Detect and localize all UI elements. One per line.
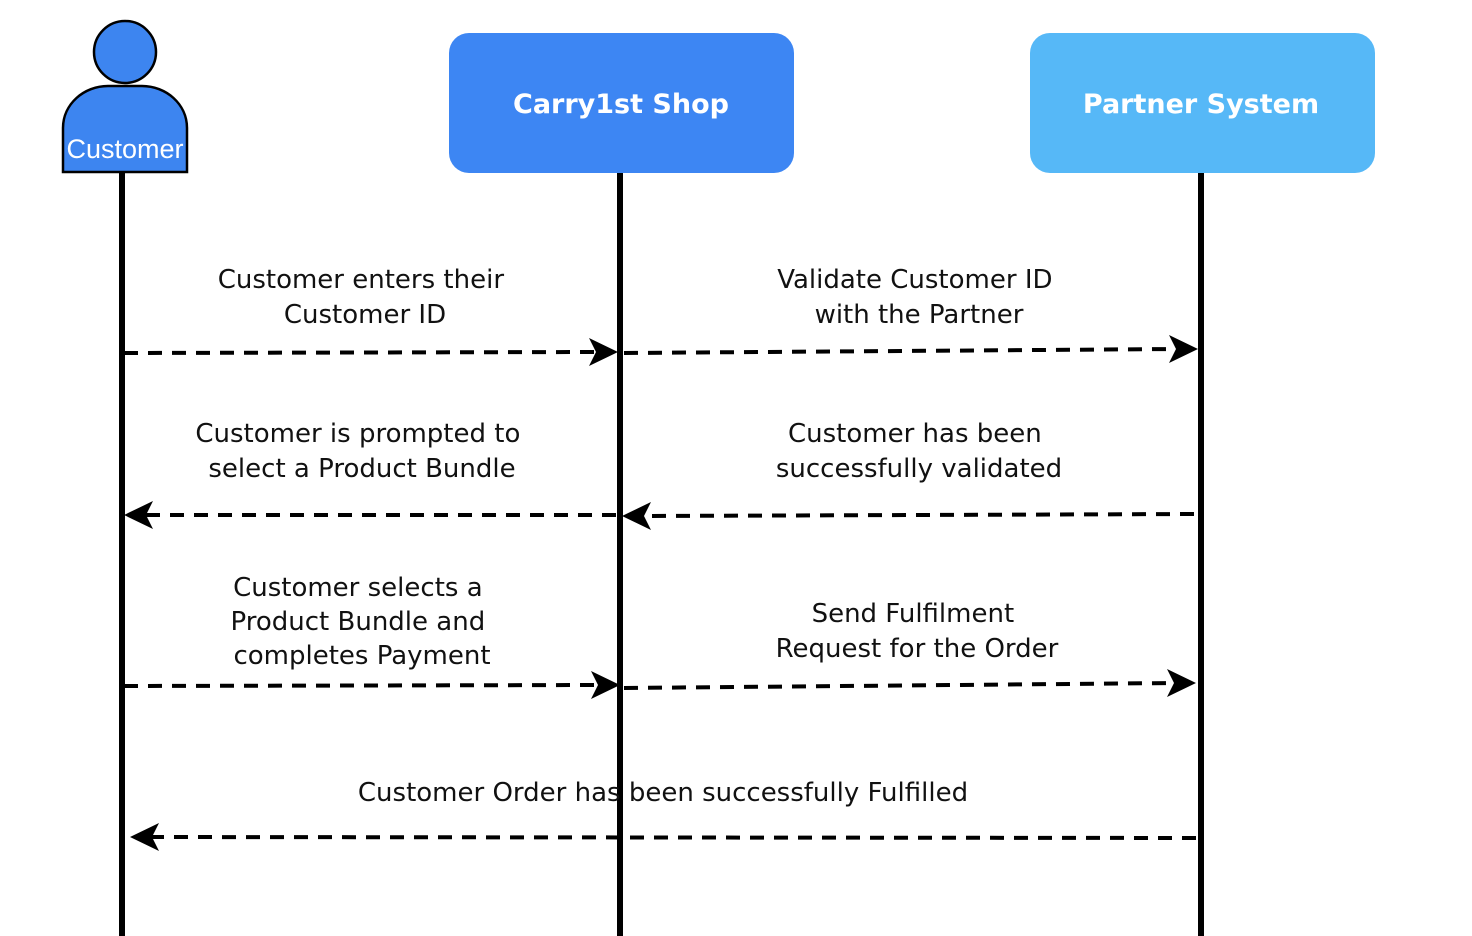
actor-head-icon — [92, 19, 158, 85]
message-validate-customer-id: Validate Customer ID with the Partner — [623, 265, 1198, 363]
message-enter-customer-id: Customer enters their Customer ID — [123, 265, 618, 366]
arrowhead-left-icon — [130, 823, 159, 851]
message-select-product-bundle: Customer is prompted to select a Product… — [124, 419, 616, 529]
message-label: Validate Customer ID with the Partner — [777, 265, 1061, 330]
message-arrow-line — [623, 681, 1175, 690]
customer-actor[interactable]: Customer — [61, 19, 189, 174]
message-label: Customer selects a Product Bundle and co… — [231, 573, 494, 671]
actor-body-icon — [61, 84, 189, 174]
partner-participant[interactable]: Partner System — [1030, 33, 1375, 173]
message-send-fulfilment-request: Send Fulfilment Request for the Order — [623, 599, 1196, 697]
message-arrow-line — [151, 835, 1197, 840]
partner-box — [1030, 33, 1375, 173]
message-arrow-line — [623, 347, 1177, 355]
message-customer-validated: Customer has been successfully validated — [622, 419, 1195, 530]
shop-box — [449, 33, 794, 173]
message-order-fulfilled: Customer Order has been successfully Ful… — [130, 778, 1197, 851]
shop-participant[interactable]: Carry1st Shop — [449, 33, 794, 173]
arrowhead-left-icon — [622, 502, 651, 530]
message-label: Send Fulfilment Request for the Order — [776, 599, 1059, 664]
arrowhead-right-icon — [591, 671, 620, 699]
message-arrow-line — [123, 683, 599, 688]
arrowhead-right-icon — [1169, 335, 1198, 363]
shop-title: Carry1st Shop — [513, 89, 729, 120]
message-label: Customer is prompted to select a Product… — [195, 419, 528, 484]
message-label: Customer Order has been successfully Ful… — [358, 778, 968, 808]
message-arrow-line — [643, 512, 1195, 518]
partner-title: Partner System — [1083, 89, 1319, 120]
arrowhead-right-icon — [1167, 669, 1196, 697]
customer-label: Customer — [66, 134, 183, 164]
arrowhead-right-icon — [589, 338, 618, 366]
arrowhead-left-icon — [124, 501, 153, 529]
message-complete-payment: Customer selects a Product Bundle and co… — [123, 573, 620, 699]
message-label: Customer has been successfully validated — [776, 419, 1062, 484]
message-arrow-line — [123, 350, 597, 355]
message-label: Customer enters their Customer ID — [218, 265, 513, 330]
